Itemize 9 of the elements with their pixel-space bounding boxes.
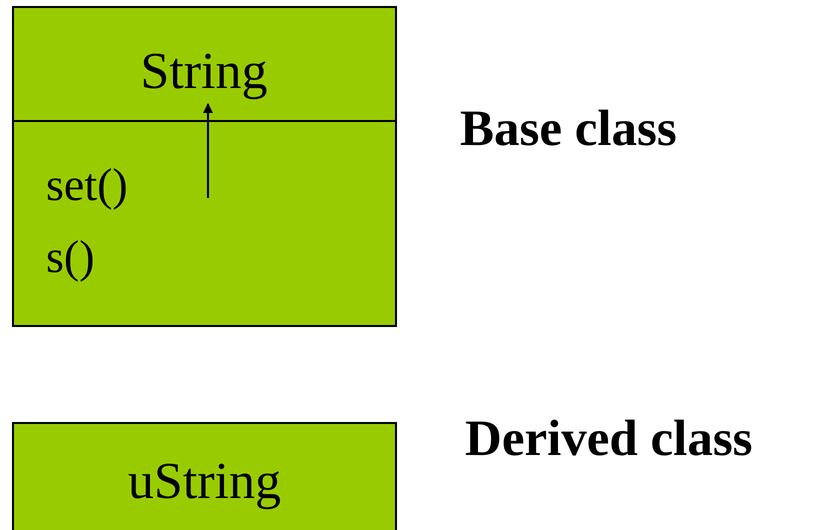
- class-box: [12, 422, 397, 530]
- class-name: String: [124, 40, 284, 104]
- class-role-label: Derived class: [465, 410, 753, 468]
- class-name: uString: [128, 452, 282, 511]
- arrow: [203, 103, 213, 198]
- class-role-label: Base class: [460, 100, 677, 158]
- class-box: [12, 6, 397, 327]
- method-name: set(): [46, 158, 128, 211]
- method-name: s(): [46, 230, 95, 283]
